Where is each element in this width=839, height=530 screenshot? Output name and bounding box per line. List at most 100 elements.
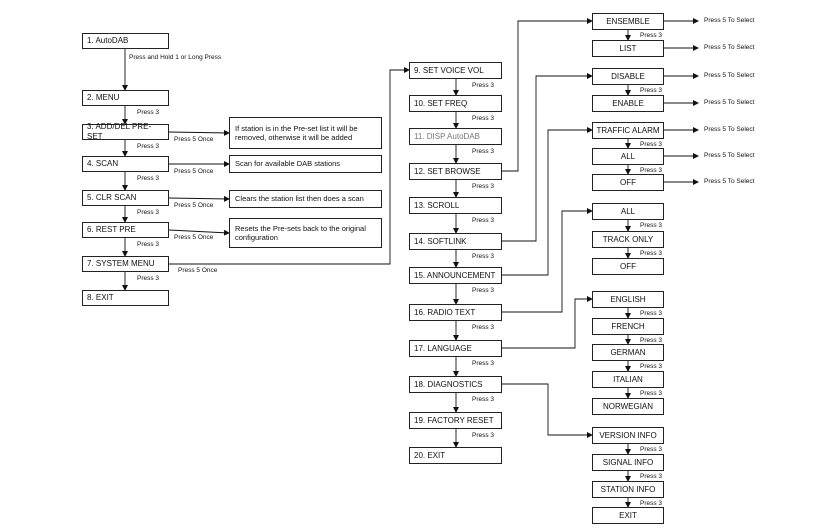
option-diag-1-label: SIGNAL INFO xyxy=(602,457,654,467)
option-diag-0: VERSION INFO xyxy=(592,427,664,444)
box-addel: 3. ADD/DEL PRE-SET xyxy=(82,122,169,141)
arrow-desc-2 xyxy=(168,195,230,202)
option-language-1: FRENCH xyxy=(592,318,664,335)
option-announce-1: ALL xyxy=(592,148,664,165)
box-menu-label: 2. MENU xyxy=(87,93,120,102)
option-softlink-0: DISABLE xyxy=(592,68,664,85)
option-radiotext-0-label: ALL xyxy=(620,206,636,216)
box-softlink: 14. SOFTLINK xyxy=(409,233,502,250)
box-setbrowse: 12. SET BROWSE xyxy=(409,163,502,180)
arrow-language-1-press3: Press 3 xyxy=(640,337,663,344)
option-softlink-1: ENABLE xyxy=(592,95,664,112)
arrow-diag-2-press3: Press 3 xyxy=(640,500,663,507)
box-setfreq: 10. SET FREQ xyxy=(409,95,502,112)
option-radiotext-1: TRACK ONLY xyxy=(592,231,664,248)
arrow-language-0-press3: Press 3 xyxy=(640,310,663,317)
option-diag-0-label: VERSION INFO xyxy=(599,430,657,440)
arrow-sys-9-press3: Press 3 xyxy=(472,396,495,403)
box-factoryreset-label: 19. FACTORY RESET xyxy=(414,415,494,425)
arrow-left-1-press3: Press 3 xyxy=(137,109,160,116)
desc-scan-label: Scan for available DAB stations xyxy=(235,159,341,169)
arrow-diag-0-press3: Press 3 xyxy=(640,446,663,453)
arrow-left-6-press3: Press 3 xyxy=(137,275,160,282)
label-select-announce-1: Press 5 To Select xyxy=(704,152,755,159)
desc-addel: If station is in the Pre-set list it wil… xyxy=(229,117,382,149)
label-press5-sysmenu: Press 5 Once xyxy=(178,267,218,274)
arrow-announce-1-press3: Press 3 xyxy=(640,167,663,174)
box-sysmenu: 7. SYSTEM MENU xyxy=(82,256,169,272)
option-softlink-0-label: DISABLE xyxy=(611,71,645,81)
arrow-softlink-0-press3: Press 3 xyxy=(640,87,663,94)
option-diag-2: STATION INFO xyxy=(592,481,664,498)
box-radiotext-label: 16. RADIO TEXT xyxy=(414,307,476,317)
option-announce-2-label: OFF xyxy=(620,177,636,187)
link-language xyxy=(502,296,593,349)
box-voicevol-label: 9. SET VOICE VOL xyxy=(414,65,484,75)
arrow-radiotext-0-press3: Press 3 xyxy=(640,222,663,229)
arrow-language-2-press3: Press 3 xyxy=(640,363,663,370)
label-select-softlink-0: Press 5 To Select xyxy=(704,72,755,79)
label-hold1: Press and Hold 1 or Long Press xyxy=(129,54,222,61)
option-language-1-label: FRENCH xyxy=(611,321,645,331)
arrow-sys-2-press3: Press 3 xyxy=(472,148,495,155)
arrow-radiotext-1-press3: Press 3 xyxy=(640,250,663,257)
option-language-0: ENGLISH xyxy=(592,291,664,308)
box-autodab-label: 1. AutoDAB xyxy=(87,36,129,45)
arrow-language-3-press3: Press 3 xyxy=(640,390,663,397)
box-clrscan: 5. CLR SCAN xyxy=(82,190,169,206)
box-diagnostics-label: 18. DIAGNOSTICS xyxy=(414,379,483,389)
link-softlink xyxy=(502,73,593,242)
link-announcement xyxy=(502,127,593,276)
box-addel-label: 3. ADD/DEL PRE-SET xyxy=(87,122,152,141)
option-browse-1: LIST xyxy=(592,40,664,57)
option-radiotext-2-label: OFF xyxy=(620,261,636,271)
arrow-sys-4-press3: Press 3 xyxy=(472,217,495,224)
desc-restpre-label: Resets the Pre-sets back to the original… xyxy=(235,223,366,242)
option-browse-0-label: ENSEMBLE xyxy=(606,16,650,26)
box-diagnostics: 18. DIAGNOSTICS xyxy=(409,376,502,393)
label-select-announce-2: Press 5 To Select xyxy=(704,178,755,185)
option-language-0-label: ENGLISH xyxy=(610,294,646,304)
option-diag-1: SIGNAL INFO xyxy=(592,454,664,471)
box-exit-label: 8. EXIT xyxy=(87,293,114,302)
box-language-label: 17. LANGUAGE xyxy=(414,343,472,353)
option-diag-3: EXIT xyxy=(592,507,664,524)
arrow-diag-1-press3: Press 3 xyxy=(640,473,663,480)
arrow-sys-6-press3: Press 3 xyxy=(472,287,495,294)
box-sysmenu-label: 7. SYSTEM MENU xyxy=(87,259,155,268)
box-factoryreset: 19. FACTORY RESET xyxy=(409,412,502,429)
option-announce-0-label: TRAFFIC ALARM xyxy=(596,125,660,135)
box-announcement: 15. ANNOUNCEMENT xyxy=(409,267,502,284)
desc-scan: Scan for available DAB stations xyxy=(229,155,382,173)
box-dispautodab: 11. DISP AutoDAB xyxy=(409,128,502,145)
option-diag-2-label: STATION INFO xyxy=(600,484,656,494)
arrow-sys-5-press3: Press 3 xyxy=(472,253,495,260)
label-select-browse-1: Press 5 To Select xyxy=(704,44,755,51)
option-language-3: ITALIAN xyxy=(592,371,664,388)
box-setfreq-label: 10. SET FREQ xyxy=(414,98,468,108)
option-announce-0: TRAFFIC ALARM xyxy=(592,122,664,139)
link-radiotext xyxy=(502,208,593,313)
option-announce-1-label: ALL xyxy=(620,151,636,161)
label-select-announce-0: Press 5 To Select xyxy=(704,126,755,133)
arrow-sys-7-press3: Press 3 xyxy=(472,324,495,331)
option-radiotext-0: ALL xyxy=(592,203,664,220)
option-announce-2: OFF xyxy=(592,174,664,191)
option-browse-1-label: LIST xyxy=(619,43,637,53)
option-language-4: NORWEGIAN xyxy=(592,398,664,415)
option-diag-3-label: EXIT xyxy=(619,510,637,520)
box-setbrowse-label: 12. SET BROWSE xyxy=(414,166,481,176)
option-softlink-1-label: ENABLE xyxy=(612,98,644,108)
arrow-left-3-press3: Press 3 xyxy=(137,175,160,182)
arrow-left-4-press3: Press 3 xyxy=(137,209,160,216)
option-radiotext-2: OFF xyxy=(592,258,664,275)
arrow-left-2-press3: Press 3 xyxy=(137,143,160,150)
link-setbrowse xyxy=(502,18,593,172)
label-press5-2: Press 5 Once xyxy=(174,202,214,209)
box-exit: 8. EXIT xyxy=(82,290,169,306)
arrow-desc-3 xyxy=(168,229,230,236)
desc-clrscan: Clears the station list then does a scan xyxy=(229,190,382,208)
arrow-desc-0 xyxy=(168,129,230,136)
